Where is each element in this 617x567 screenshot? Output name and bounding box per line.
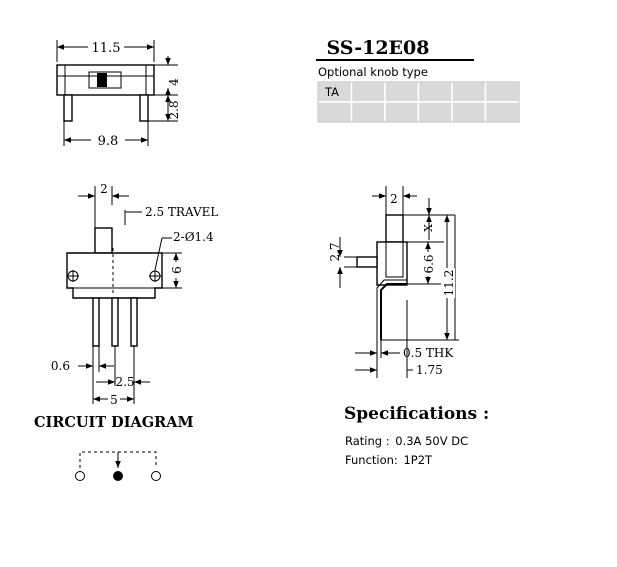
knob-table-cell bbox=[417, 81, 453, 103]
model-title: SS-12E08 bbox=[327, 37, 430, 59]
knob-table-cell bbox=[417, 101, 453, 123]
rating-label: Rating : bbox=[345, 434, 390, 448]
top-pin-height-label: 2.8 bbox=[167, 100, 181, 119]
knob-table-cell bbox=[451, 101, 487, 123]
rating-value: 0.3A 50V DC bbox=[395, 434, 468, 448]
specifications: Specifications : Rating : 0.3A 50V DC Fu… bbox=[344, 404, 489, 467]
knob-table-cell bbox=[317, 101, 353, 123]
function-value: 1P2T bbox=[403, 453, 433, 467]
travel-label: 2.5 TRAVEL bbox=[145, 205, 218, 219]
front-knob bbox=[94, 227, 113, 254]
knob-caption: Optional knob type bbox=[318, 65, 428, 79]
top-knob bbox=[97, 73, 107, 87]
pin-span-label: 5 bbox=[110, 393, 118, 407]
side-knob-label: 2 bbox=[390, 192, 398, 206]
front-view: 2 2.5 TRAVEL 2-Ø1.4 6 0.6 2. bbox=[51, 182, 219, 407]
terminal-3 bbox=[151, 471, 161, 481]
knob-table-cell bbox=[384, 81, 420, 103]
knob-table-cell bbox=[484, 101, 520, 123]
side-body bbox=[376, 241, 408, 286]
terminal-common bbox=[113, 471, 123, 481]
title-block: SS-12E08 Optional knob type TA bbox=[316, 37, 520, 123]
top-width-label: 11.5 bbox=[92, 41, 121, 56]
circuit-diagram: CIRCUIT DIAGRAM bbox=[34, 414, 194, 481]
top-view: 11.5 4 2.8 9.8 bbox=[56, 40, 181, 149]
front-knob-label: 2 bbox=[100, 182, 108, 196]
function-label: Function: bbox=[345, 453, 398, 467]
pin-width-label: 0.6 bbox=[51, 359, 70, 373]
knob-type-label: TA bbox=[324, 85, 339, 99]
side-knob bbox=[385, 214, 404, 243]
front-body bbox=[66, 252, 163, 299]
side-x-label: X bbox=[422, 224, 435, 232]
holes-label: 2-Ø1.4 bbox=[173, 230, 214, 244]
knob-table-cell bbox=[484, 81, 520, 103]
side-body-label: 6.6 bbox=[422, 254, 436, 273]
knob-table-cell bbox=[451, 81, 487, 103]
rating-row: Rating : 0.3A 50V DC bbox=[345, 434, 468, 448]
side-view: 2 X 2.7 6.6 11.2 0.5 THK 1.75 bbox=[328, 186, 459, 378]
knob-table-border bbox=[317, 81, 520, 123]
foot-label: 1.75 bbox=[416, 363, 443, 377]
pin-pitch-label: 2.5 bbox=[115, 375, 134, 389]
front-height-label: 6 bbox=[170, 266, 184, 274]
specs-title: Specifications : bbox=[344, 404, 489, 424]
knob-table-cell bbox=[350, 81, 386, 103]
thickness-label: 0.5 THK bbox=[403, 346, 454, 360]
circuit-title: CIRCUIT DIAGRAM bbox=[34, 414, 194, 431]
knob-table-cell bbox=[350, 101, 386, 123]
terminal-1 bbox=[75, 471, 85, 481]
side-total-label: 11.2 bbox=[442, 270, 456, 297]
function-row: Function: 1P2T bbox=[345, 453, 433, 467]
knob-table: TA bbox=[317, 81, 520, 123]
top-pin-span-label: 9.8 bbox=[98, 134, 119, 149]
side-offset-label: 2.7 bbox=[328, 242, 342, 261]
top-height-label: 4 bbox=[167, 78, 181, 86]
knob-table-cell bbox=[384, 101, 420, 123]
